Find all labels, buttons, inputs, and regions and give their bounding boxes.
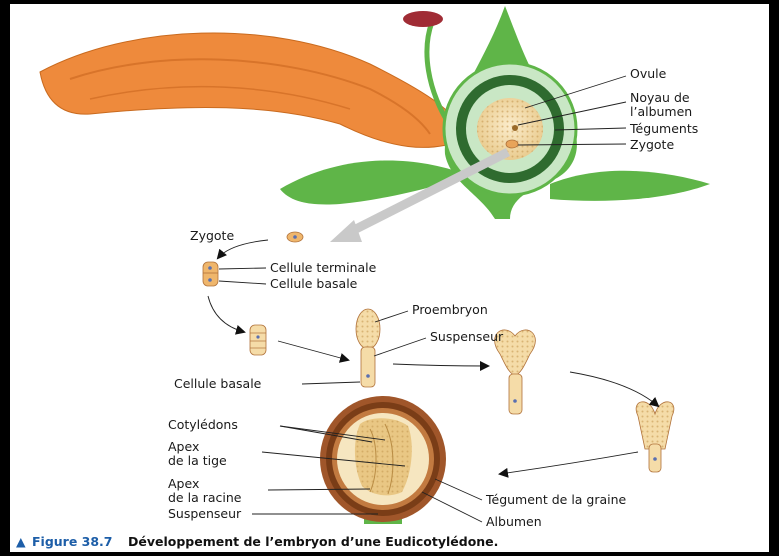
figure-caption: ▲ Figure 38.7 Développement de l’embryon… [16,534,498,549]
label-apex-racine-line1: Apex [168,476,199,491]
label-cellule-basale-2: Cellule basale [174,376,262,391]
label-teguments: Téguments [629,121,698,136]
embryo-development-diagram: Ovule Noyau de l’albumen Téguments Zygot… [10,4,769,552]
label-albumen: Albumen [486,514,542,529]
stage-four-cell [250,325,266,355]
magnify-arrowhead [330,220,362,242]
diagram-frame: Ovule Noyau de l’albumen Téguments Zygot… [10,4,769,552]
label-cellule-basale-1: Cellule basale [270,276,358,291]
flower-illustration [40,6,710,219]
zygote-cell [506,140,518,148]
sepal-left [280,160,465,204]
label-ovule: Ovule [630,66,667,81]
label-proembryon: Proembryon [412,302,488,317]
label-apex-racine-line2: de la racine [168,490,242,505]
arrow-4cell-to-proembryo [278,341,348,360]
stage-heart [636,402,674,472]
label-zygote-top: Zygote [630,137,674,152]
endosperm-nucleus [512,125,518,131]
arrow-heart-to-seed [500,452,638,474]
label-noyau-line1: Noyau de [630,90,690,105]
petal-shape [40,33,465,147]
label-apex-tige-line2: de la tige [168,453,227,468]
label-tegument-graine: Tégument de la graine [485,492,627,507]
arrow-2cell-to-4cell [208,296,244,332]
arrow-globular-to-heart [570,372,658,406]
stage-proembryo [356,309,380,387]
stage-two-cell [203,262,218,286]
label-suspenseur-bottom: Suspenseur [168,506,242,521]
label-cellule-terminale: Cellule terminale [270,260,377,275]
stage-zygote [287,232,303,242]
caption-marker: ▲ [16,534,26,549]
seed-illustration [320,396,446,524]
sepal-right [550,171,710,201]
label-apex-tige-line1: Apex [168,439,199,454]
caption-figure-number: Figure 38.7 [32,534,113,549]
label-zygote-left: Zygote [190,228,234,243]
label-suspenseur-mid: Suspenseur [430,329,504,344]
label-noyau-line2: l’albumen [630,104,692,119]
arrow-proembryo-to-globular [393,364,488,366]
label-cotyledons: Cotylédons [168,417,238,432]
stigma-shape [403,11,443,27]
caption-text: Développement de l’embryon d’une Eudicot… [128,534,498,549]
